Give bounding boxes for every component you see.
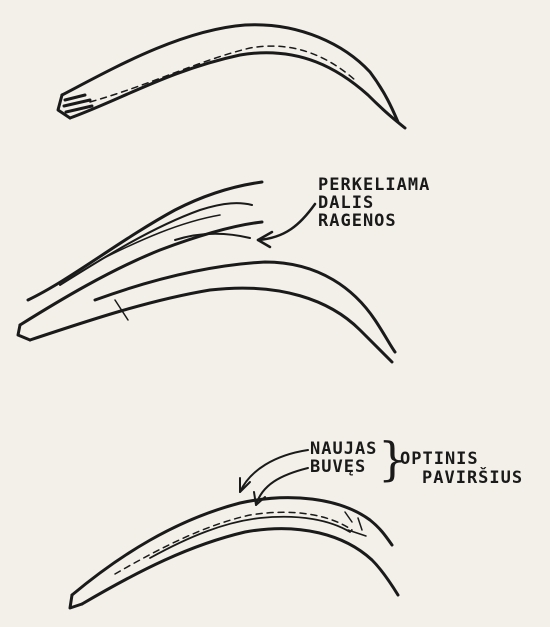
- label-buves: BUVĘS: [310, 459, 366, 476]
- label-optinis: OPTINIS: [400, 451, 479, 468]
- label-dalis: DALIS: [318, 195, 374, 212]
- label-pavirsius: PAVIRŠIUS: [422, 470, 523, 487]
- label-ragenos: RAGENOS: [318, 213, 397, 230]
- label-naujas: NAUJAS: [310, 441, 377, 458]
- figure-3-cornea-result: [70, 498, 398, 608]
- pointer-arrows: [240, 204, 315, 505]
- figure-1-cornea: [58, 25, 405, 128]
- label-perkeliama: PERKELIAMA: [318, 177, 430, 194]
